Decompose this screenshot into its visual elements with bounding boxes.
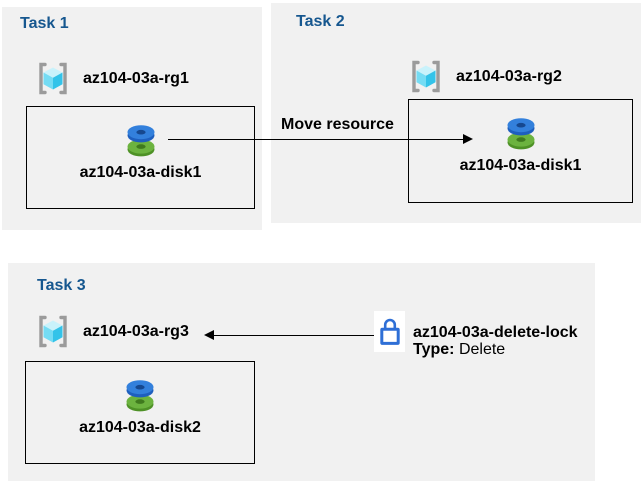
task3-title: Task 3 bbox=[37, 277, 86, 294]
task3-resource-box: az104-03a-disk2 bbox=[25, 361, 255, 464]
task3-panel: Task 3 az104-03a-rg3 az104-03a-disk2 bbox=[8, 263, 595, 481]
lock-type-value: Delete bbox=[458, 341, 506, 358]
task2-resource-box: az104-03a-disk1 bbox=[408, 99, 633, 203]
resource-group-name: az104-03a-rg3 bbox=[83, 322, 189, 340]
task1-resource-box: az104-03a-disk1 bbox=[26, 106, 255, 209]
disk-icon bbox=[126, 380, 154, 412]
disk-name: az104-03a-disk2 bbox=[79, 419, 201, 436]
lock-arrow-line bbox=[213, 335, 374, 336]
lock-icon-box bbox=[374, 311, 405, 352]
task1-title: Task 1 bbox=[20, 15, 69, 32]
resource-group-name: az104-03a-rg2 bbox=[456, 67, 562, 85]
task2-title: Task 2 bbox=[296, 13, 345, 30]
resource-group-name: az104-03a-rg1 bbox=[83, 69, 189, 87]
move-resource-label: Move resource bbox=[281, 116, 394, 133]
disk-name: az104-03a-disk1 bbox=[79, 164, 202, 181]
task1-resource-group: az104-03a-rg1 bbox=[35, 60, 189, 97]
lock-type-label: Type: Delete bbox=[413, 341, 505, 359]
task3-resource-group: az104-03a-rg3 bbox=[35, 313, 189, 350]
task2-resource-group: az104-03a-rg2 bbox=[408, 58, 562, 95]
disk-icon bbox=[127, 125, 154, 157]
lock-name-label: az104-03a-delete-lock bbox=[413, 324, 578, 341]
lock-type-key: Type: bbox=[413, 341, 455, 358]
task1-panel: Task 1 az104-03a-rg1 az104-03a-disk1 bbox=[2, 7, 262, 230]
resource-group-icon bbox=[39, 62, 67, 95]
task2-panel: Task 2 az104-03a-rg2 az104-03a-disk1 bbox=[271, 3, 641, 223]
arrow-left-icon bbox=[204, 330, 214, 340]
disk-name: az104-03a-disk1 bbox=[459, 157, 582, 174]
disk-icon bbox=[507, 118, 534, 150]
lock-icon bbox=[379, 318, 400, 345]
resource-group-icon bbox=[412, 60, 440, 93]
move-resource-arrow-line bbox=[168, 139, 465, 140]
resource-group-icon bbox=[39, 315, 67, 348]
arrow-right-icon bbox=[463, 134, 473, 144]
